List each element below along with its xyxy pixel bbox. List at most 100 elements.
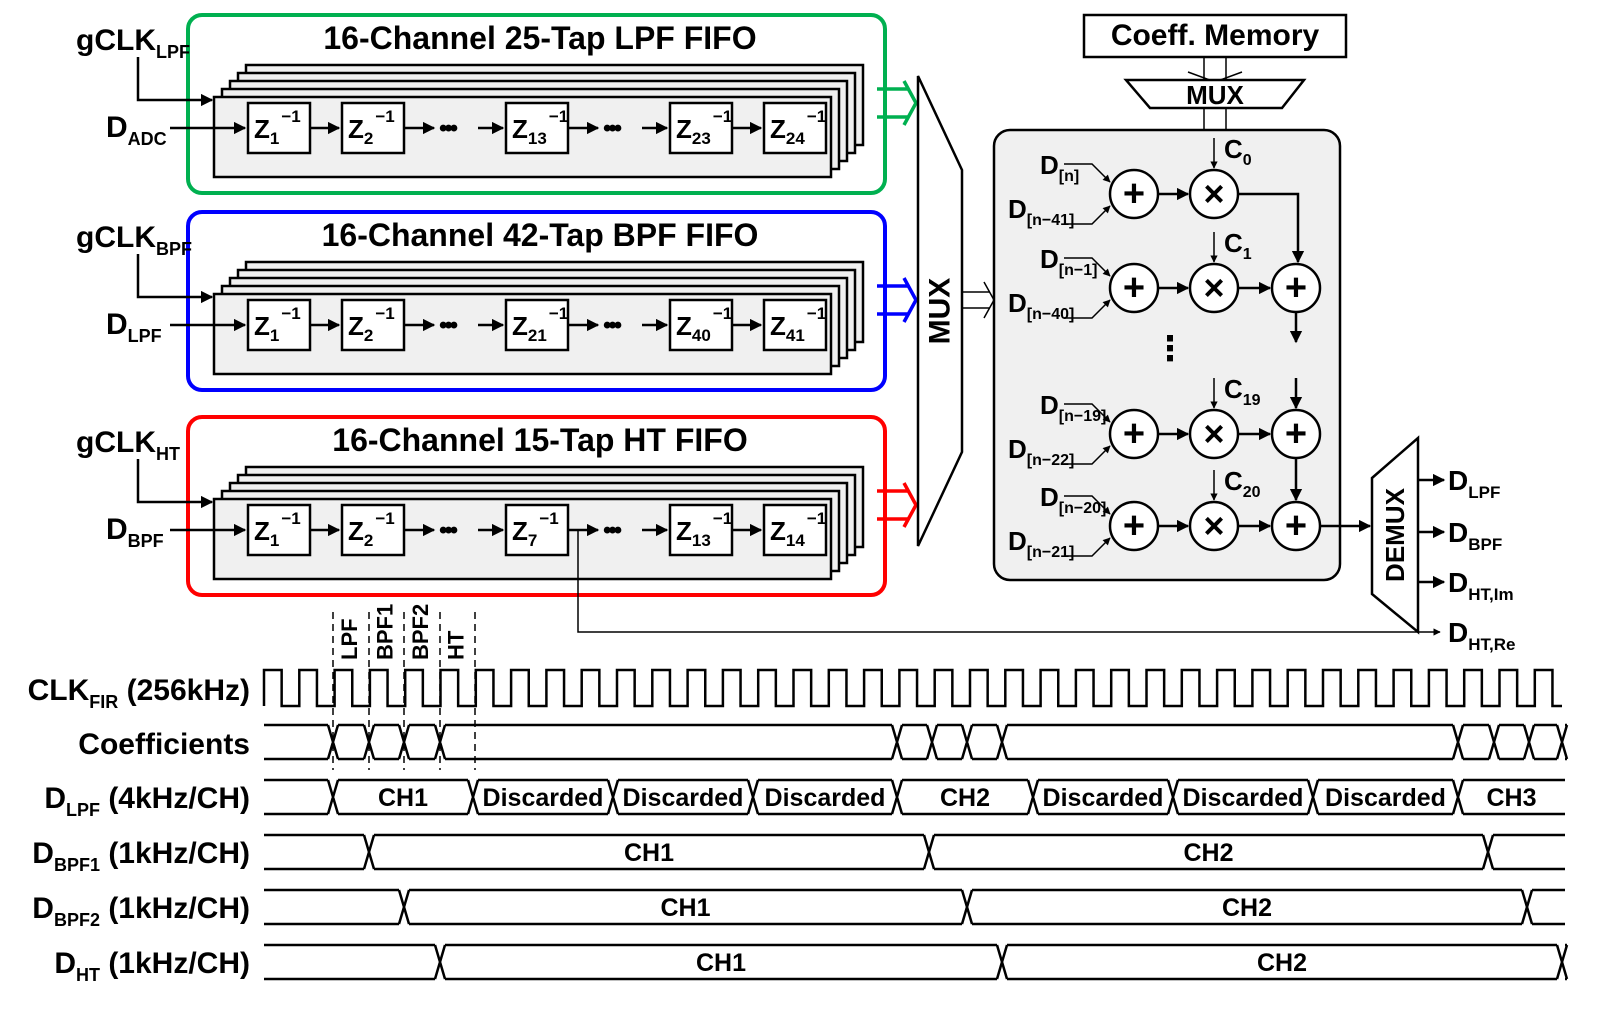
lpf-waveform — [264, 778, 1565, 816]
mac-array-panel — [992, 128, 1342, 582]
coeff-memory-block: Coeff. Memory MUX — [1082, 13, 1348, 130]
coeff-mux-label: MUX — [1186, 80, 1244, 110]
delay-register-label: Z1−1 — [254, 304, 301, 345]
multiplier-symbol: × — [1203, 413, 1224, 454]
delay-register — [246, 298, 312, 352]
delay-register — [762, 101, 828, 155]
fifo-output-arrow — [902, 482, 918, 528]
timing-segment-label: CH2 — [940, 784, 990, 812]
mac-input-a: D[n−1] — [1040, 244, 1097, 279]
mac-input-wire — [1064, 537, 1111, 557]
timing-segment-label: CH1 — [378, 784, 428, 812]
delay-register — [246, 503, 312, 557]
ellipsis-dots: ••• — [439, 312, 458, 339]
demux-label: DEMUX — [1380, 487, 1410, 582]
fifo-block-ht: 16-Channel 15-Tap HT FIFO gCLKHT DBPF Z1−1 Z… — [76, 415, 918, 597]
fifo-output-arrow — [902, 277, 918, 323]
timing-segment-label: CH2 — [1257, 949, 1307, 977]
coefficient-label: C20 — [1224, 466, 1261, 501]
phase-label: BPF2 — [408, 604, 433, 660]
ellipsis-dots: ••• — [603, 517, 622, 544]
timing-segment-label: CH1 — [660, 894, 710, 922]
mac-input-a: D[n−19] — [1040, 390, 1106, 425]
mac-input-a: D[n−20] — [1040, 482, 1106, 517]
multiplier-symbol: × — [1203, 173, 1224, 214]
timing-segment-label: Discarded — [1325, 784, 1446, 812]
mac-vertical-dots: ⋮ — [1153, 330, 1187, 368]
delay-register-label: Z2−1 — [348, 107, 395, 148]
phase-label: BPF1 — [373, 604, 398, 660]
timing-segment-label: Discarded — [1043, 784, 1164, 812]
delay-register-label: Z1−1 — [254, 107, 301, 148]
coefficients-waveform — [264, 723, 1569, 761]
timing-segment-label: Discarded — [623, 784, 744, 812]
output-label: DLPF — [1448, 465, 1500, 502]
ellipsis-dots: ••• — [439, 517, 458, 544]
multiplier-symbol: × — [1203, 505, 1224, 546]
output-label: DHT,Re — [1448, 617, 1515, 654]
delay-register-label: Z1−1 — [254, 509, 301, 550]
delay-register-label: Z40−1 — [676, 304, 732, 345]
timing-row-label: DLPF (4kHz/CH) — [44, 782, 250, 820]
clock-waveform — [262, 668, 1562, 708]
input-label: DLPF — [106, 308, 162, 346]
accumulator-adder-symbol: + — [1285, 413, 1307, 455]
delay-register-label: Z14−1 — [770, 509, 826, 550]
mac-input-wire — [1064, 205, 1111, 225]
input-label: DBPF — [106, 513, 164, 551]
timing-segment-label: CH2 — [1222, 894, 1272, 922]
central-mux-label: MUX — [924, 278, 957, 345]
delay-register-label: Z2−1 — [348, 509, 395, 550]
pre-adder-symbol: + — [1123, 173, 1145, 215]
coefficient-label: C1 — [1224, 228, 1252, 263]
timing-row-label: DBPF1 (1kHz/CH) — [32, 837, 250, 875]
mac-row: D[n−20]D[n−21]+×C20+ — [1008, 466, 1322, 561]
timing-segment-label: CH1 — [624, 839, 674, 867]
mac-input-wire — [1064, 257, 1111, 277]
coefficient-label: C19 — [1224, 374, 1261, 409]
delay-register-label: Z13−1 — [676, 509, 732, 550]
fifo-block-bpf: 16-Channel 42-Tap BPF FIFO gCLKBPF DLPF Z1−… — [76, 210, 918, 392]
mac-input-wire — [1064, 445, 1111, 465]
clock-label: gCLKBPF — [76, 221, 192, 259]
delay-register — [340, 101, 406, 155]
pre-adder-symbol: + — [1123, 413, 1145, 455]
timing-row-label: CLKFIR (256kHz) — [28, 674, 250, 712]
mac-row: D[n−19]D[n−22]+×C19+ — [1008, 374, 1322, 469]
ht-tap-wire — [577, 530, 1441, 636]
phase-label: HT — [444, 630, 469, 660]
delay-register-label: Z21−1 — [512, 304, 568, 345]
ht-waveform — [264, 943, 1569, 981]
fifo-title: 16-Channel 42-Tap BPF FIFO — [322, 217, 759, 253]
delay-register — [504, 298, 570, 352]
delay-register — [762, 298, 828, 352]
fifo-title: 16-Channel 15-Tap HT FIFO — [332, 422, 747, 458]
clock-label: gCLKHT — [76, 426, 180, 464]
clock-label: gCLKLPF — [76, 24, 190, 62]
delay-register-label: Z24−1 — [770, 107, 826, 148]
mac-layer: D[n]D[n−41]+×C0D[n−1]D[n−40]+×C1+D[n−19]… — [1008, 134, 1372, 561]
output-label: DBPF — [1448, 517, 1502, 554]
delay-register — [340, 503, 406, 557]
delay-register — [668, 101, 734, 155]
mac-input-wire — [1064, 299, 1111, 319]
timing-segment-label: Discarded — [765, 784, 886, 812]
mac-input-wire — [1064, 495, 1111, 515]
clock-wire — [136, 459, 214, 509]
timing-segment-label: Discarded — [483, 784, 604, 812]
mac-input-a: D[n] — [1040, 150, 1079, 185]
timing-segment-label: CH3 — [1486, 784, 1536, 812]
fifo-title: 16-Channel 25-Tap LPF FIFO — [323, 20, 756, 56]
delay-register-label: Z23−1 — [676, 107, 732, 148]
timing-row-label: DBPF2 (1kHz/CH) — [32, 892, 250, 930]
mac-input-wire — [1064, 163, 1111, 183]
central-mux: MUX — [916, 75, 964, 547]
delay-register-label: Z13−1 — [512, 107, 568, 148]
timing-segment-label: CH2 — [1183, 839, 1233, 867]
mac-input-b: D[n−41] — [1008, 194, 1074, 229]
multiplier-symbol: × — [1203, 267, 1224, 308]
